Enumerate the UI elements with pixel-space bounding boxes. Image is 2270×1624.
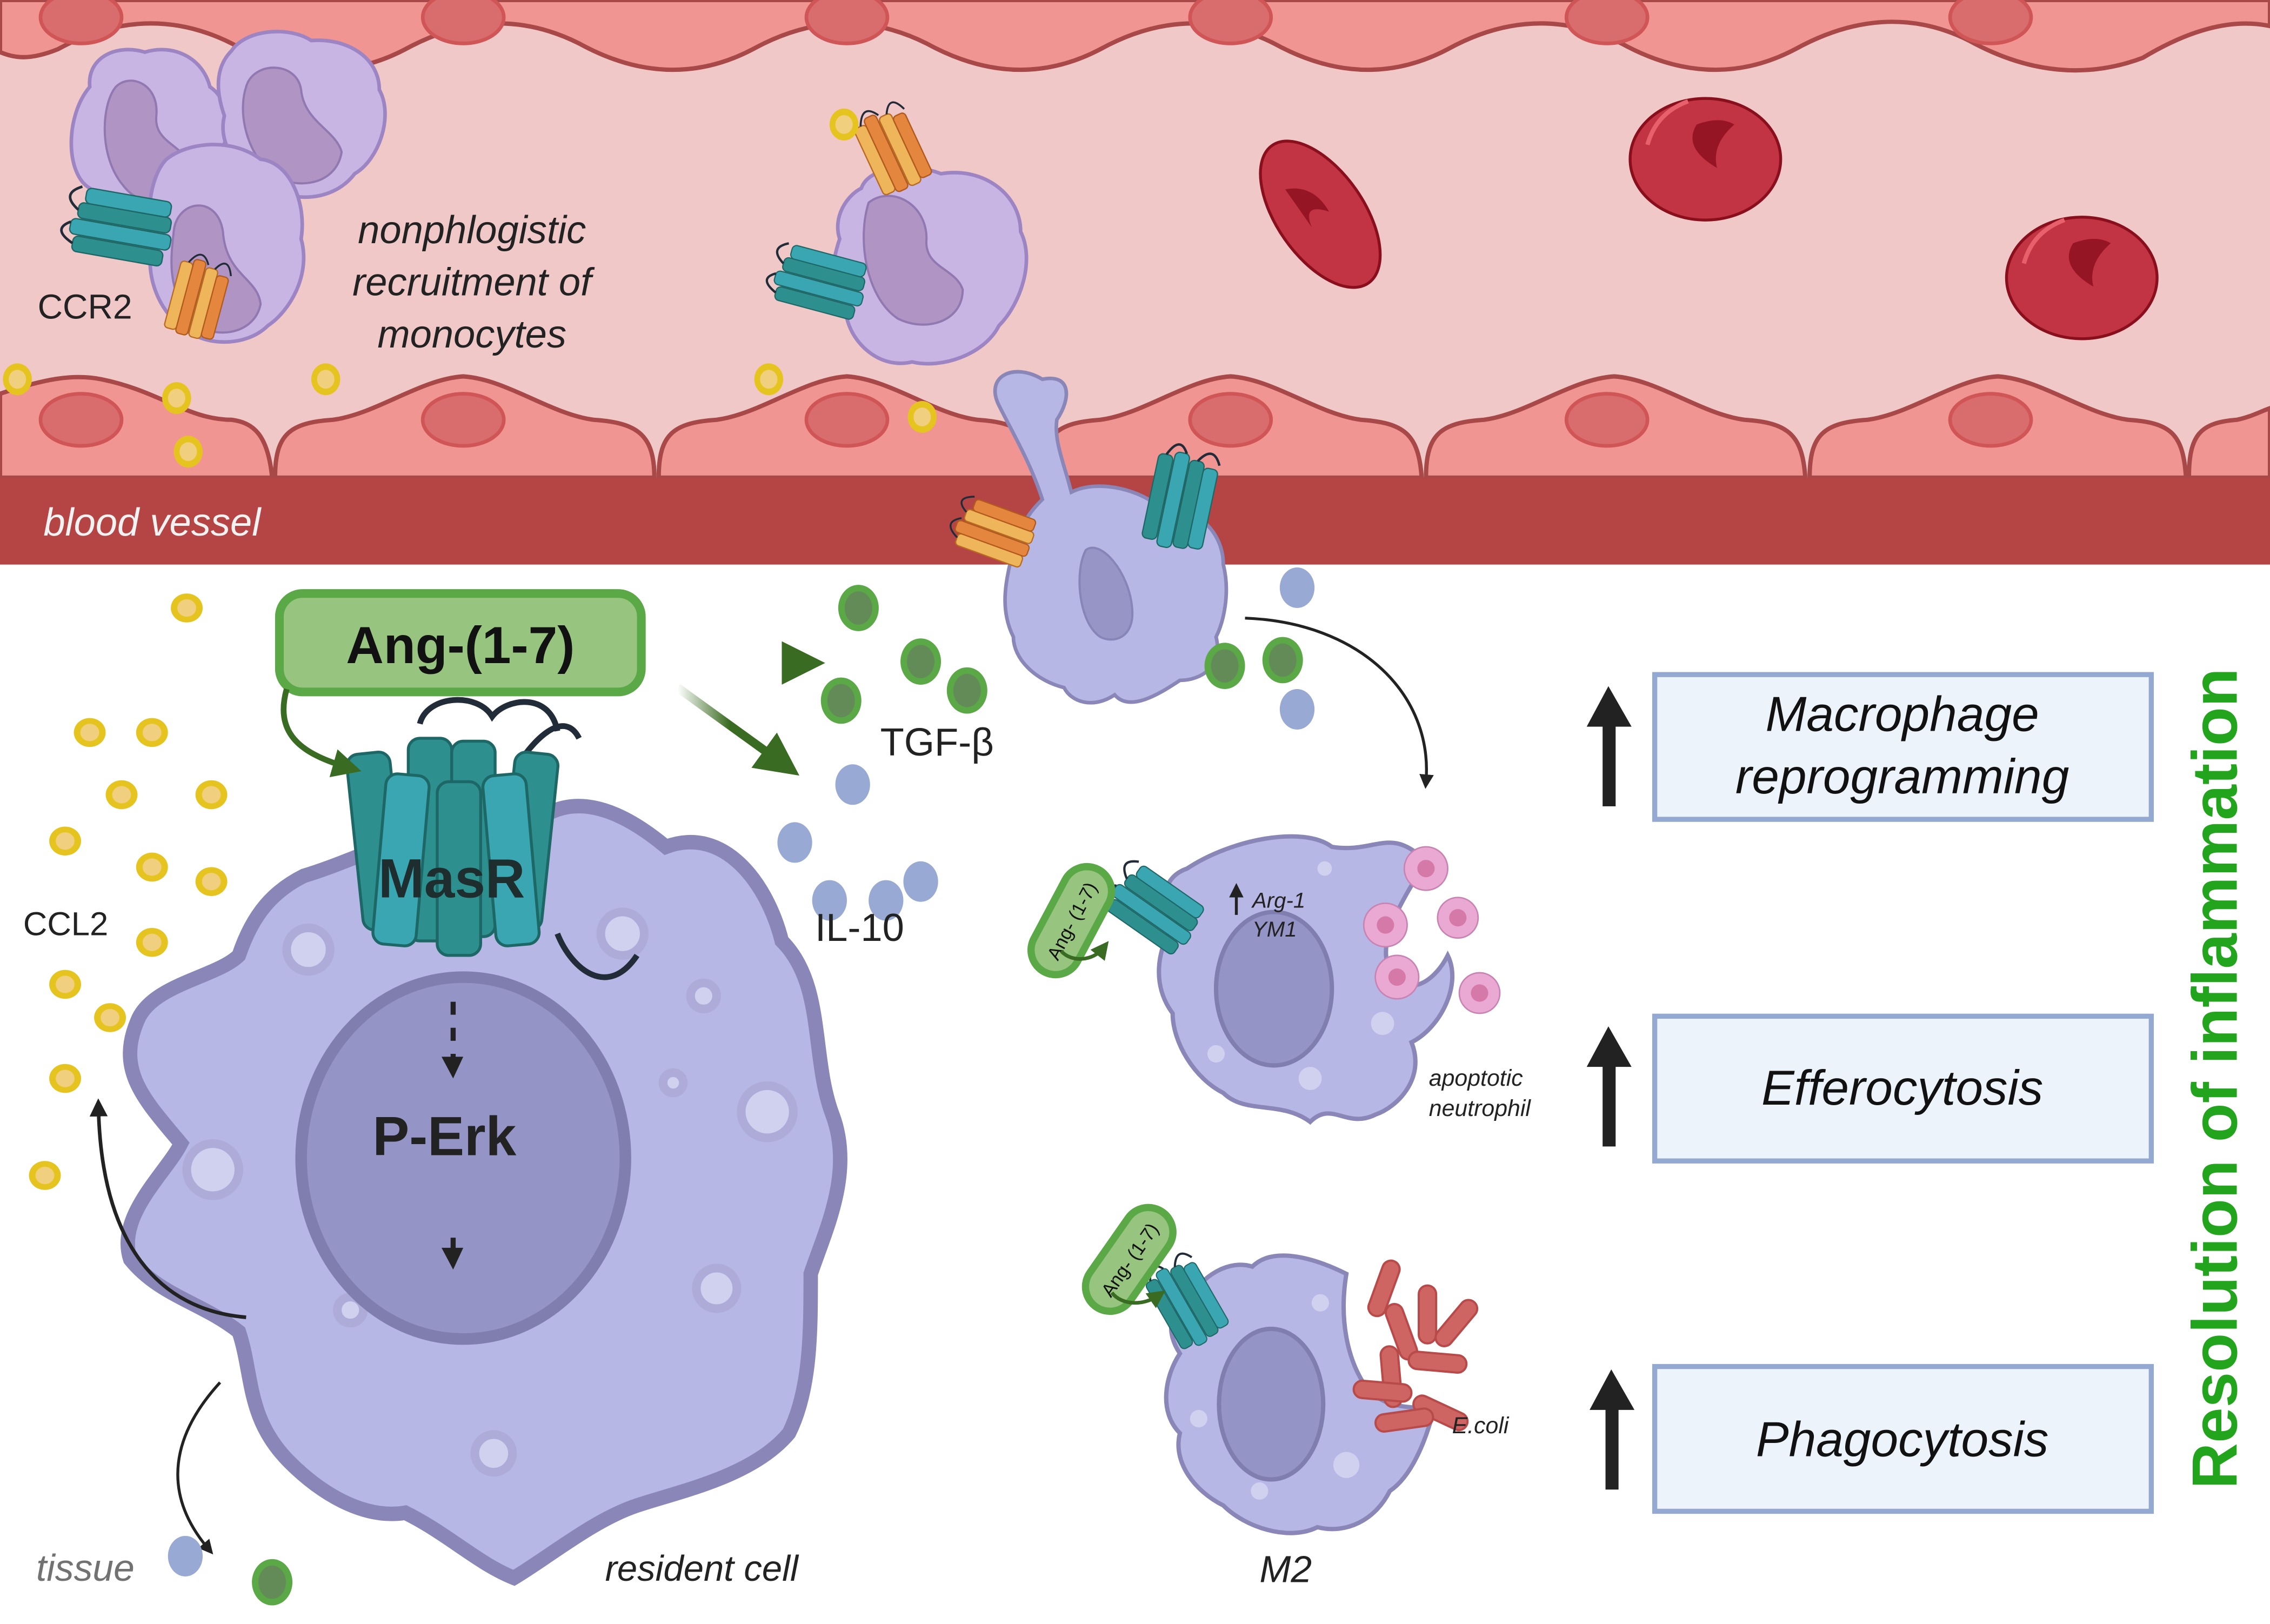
signal-arrow-head [441,1057,464,1079]
up-arrow-icon [1586,1026,1632,1147]
vesicles [182,907,798,1477]
blood-vessel-label: blood vessel [43,501,262,544]
transmigrating-monocyte [944,370,1229,705]
efferocytosis-macrophage: Ang- (1-7) Arg-1 YM1 [1027,834,1501,1125]
monocyte [216,30,387,199]
resident-cell-label: resident cell [605,1548,799,1589]
effect-box: Efferocytosis [1652,1013,2154,1164]
effect-label-line: Efferocytosis [1761,1061,2043,1115]
masr-label: MasR [378,848,525,910]
effect-efferocytosis: Efferocytosis [1586,1013,2154,1164]
ang-to-masr-arrow [281,688,362,778]
ccl2-label: CCL2 [23,905,108,943]
e-coli-bacteria [1352,1259,1479,1433]
arrow-to-il10 [675,684,800,776]
recruitment-caption-line: nonphlogistic [358,209,586,252]
up-arrow-icon [1586,686,1632,806]
marker-arg1: Arg-1 [1251,888,1305,912]
resident-cell-nucleus [295,971,631,1345]
effect-box: Phagocytosis [1652,1364,2154,1514]
e-coli-label: E.coli [1452,1413,1510,1439]
recruitment-caption-line: monocytes [377,313,566,356]
apoptotic-neutrophil-label: apoptotic [1429,1065,1523,1091]
effect-box: Macrophage reprogramming [1652,672,2154,822]
monocyte-cluster [58,30,387,344]
tissue-label: tissue [36,1547,135,1589]
red-blood-cell [2005,216,2159,340]
red-blood-cells [1259,97,2159,340]
ang-1-7-label: Ang-(1-7) [346,617,575,674]
ang-1-7-box: Ang-(1-7) [275,589,646,697]
ang-to-masr-arrow [1110,1290,1166,1308]
masr-receptor: MasR [345,697,640,980]
effect-label-line: Macrophage [1766,687,2039,742]
ang-to-masr-arrow [1059,941,1109,961]
recruitment-caption: nonphlogistic recruitment of monocytes [352,209,595,356]
ang-1-7-pill: Ang- (1-7) [1027,863,1116,979]
il-10-label: IL-10 [815,906,904,950]
ccr2-label: CCR2 [38,287,132,326]
effect-label-line: reprogramming [1735,750,2069,804]
blood-vessel: blood vessel [0,0,2270,565]
ccl2-secretion-arrow [89,1098,246,1319]
effect-macrophage-reprogramming: Macrophage reprogramming [1586,672,2154,822]
effect-label-line: Phagocytosis [1756,1413,2049,1467]
effect-phagocytosis: Phagocytosis [1590,1364,2154,1514]
signal-arrow-head [441,1247,464,1270]
secretion-to-tissue-arrow [176,1381,222,1555]
m2-label: M2 [1259,1548,1312,1590]
resolution-of-inflammation-label: Resolution of inflammation [2179,668,2250,1489]
red-blood-cell [1628,97,1782,222]
recruitment-caption-line: recruitment of [352,260,595,304]
effects-list: Macrophage reprogramming Efferocytosis P… [1586,672,2154,1514]
phagocytosis-macrophage: Ang- (1-7) [1081,1204,1479,1535]
differentiation-arrow [1245,617,1434,789]
p-erk-label: P-Erk [372,1106,516,1167]
red-blood-cell [1259,139,1382,289]
resident-cell: P-Erk MasR [120,697,847,1586]
monocyte-center [763,95,1029,366]
marker-ym1: YM1 [1252,917,1297,941]
apoptotic-neutrophil-label: neutrophil [1429,1095,1532,1121]
up-arrow-icon [1590,1369,1635,1490]
tgf-beta-label: TGF-β [880,721,994,764]
